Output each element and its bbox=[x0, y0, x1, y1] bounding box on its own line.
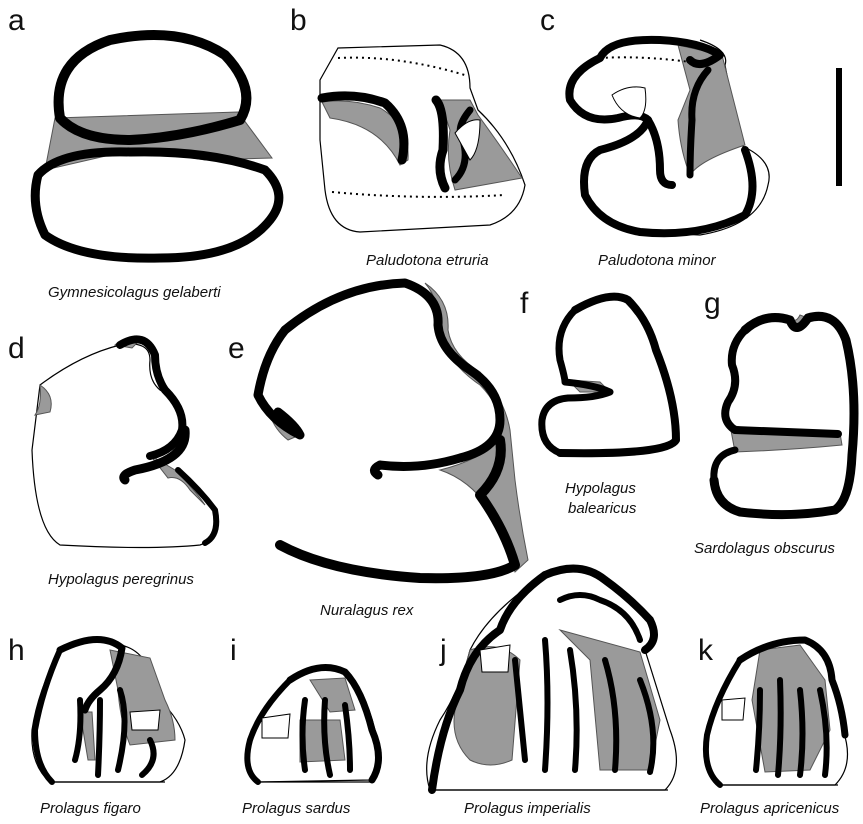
species-label-e: Nuralagus rex bbox=[320, 602, 414, 619]
tooth-g bbox=[712, 315, 854, 515]
species-label-f-line2: balearicus bbox=[568, 500, 637, 517]
species-label-c: Paludotona minor bbox=[598, 252, 717, 269]
panel-letter-i: i bbox=[230, 634, 237, 667]
panel-letter-f: f bbox=[520, 287, 529, 320]
panel-letter-j: j bbox=[439, 634, 447, 667]
tooth-i bbox=[246, 668, 379, 783]
tooth-j bbox=[427, 569, 677, 790]
panel-k: k Prolagus apricenicus bbox=[698, 634, 848, 817]
panel-d: d Hypolagus peregrinus bbox=[8, 332, 216, 588]
species-label-g: Sardolagus obscurus bbox=[694, 540, 835, 557]
panel-b: b Paludotona etruria bbox=[290, 4, 525, 269]
panel-h: h Prolagus figaro bbox=[8, 634, 185, 817]
tooth-b bbox=[320, 45, 525, 232]
panel-letter-a: a bbox=[8, 4, 25, 37]
species-label-f-line1: Hypolagus bbox=[565, 480, 636, 497]
tooth-d bbox=[32, 338, 216, 547]
panel-letter-b: b bbox=[290, 4, 307, 37]
panel-letter-e: e bbox=[228, 332, 245, 365]
panel-f: f Hypolagus balearicus bbox=[520, 287, 676, 517]
species-label-i: Prolagus sardus bbox=[242, 800, 351, 817]
tooth-f bbox=[540, 297, 676, 454]
panel-letter-h: h bbox=[8, 634, 25, 667]
panel-letter-g: g bbox=[704, 287, 721, 320]
panel-j: j Prolagus imperialis bbox=[427, 569, 677, 817]
species-label-a: Gymnesicolagus gelaberti bbox=[48, 284, 221, 301]
scale-bar bbox=[836, 68, 842, 186]
tooth-c bbox=[569, 40, 769, 235]
panel-g: g Sardolagus obscurus bbox=[694, 287, 854, 557]
species-label-d: Hypolagus peregrinus bbox=[48, 571, 194, 588]
tooth-a bbox=[35, 35, 279, 258]
panel-letter-d: d bbox=[8, 332, 25, 365]
tooth-h bbox=[32, 639, 185, 782]
species-label-k: Prolagus apricenicus bbox=[700, 800, 840, 817]
species-label-j: Prolagus imperialis bbox=[464, 800, 591, 817]
panel-i: i Prolagus sardus bbox=[230, 634, 379, 817]
panel-letter-k: k bbox=[698, 634, 714, 667]
panel-letter-c: c bbox=[540, 4, 555, 37]
tooth-e bbox=[242, 283, 528, 579]
tooth-k bbox=[704, 640, 848, 785]
panel-e: e Nuralagus rex bbox=[228, 283, 528, 619]
panel-c: c Paludotona minor bbox=[540, 4, 769, 269]
species-label-b: Paludotona etruria bbox=[366, 252, 489, 269]
panel-a: a Gymnesicolagus gelaberti bbox=[8, 4, 279, 301]
species-label-h: Prolagus figaro bbox=[40, 800, 141, 817]
